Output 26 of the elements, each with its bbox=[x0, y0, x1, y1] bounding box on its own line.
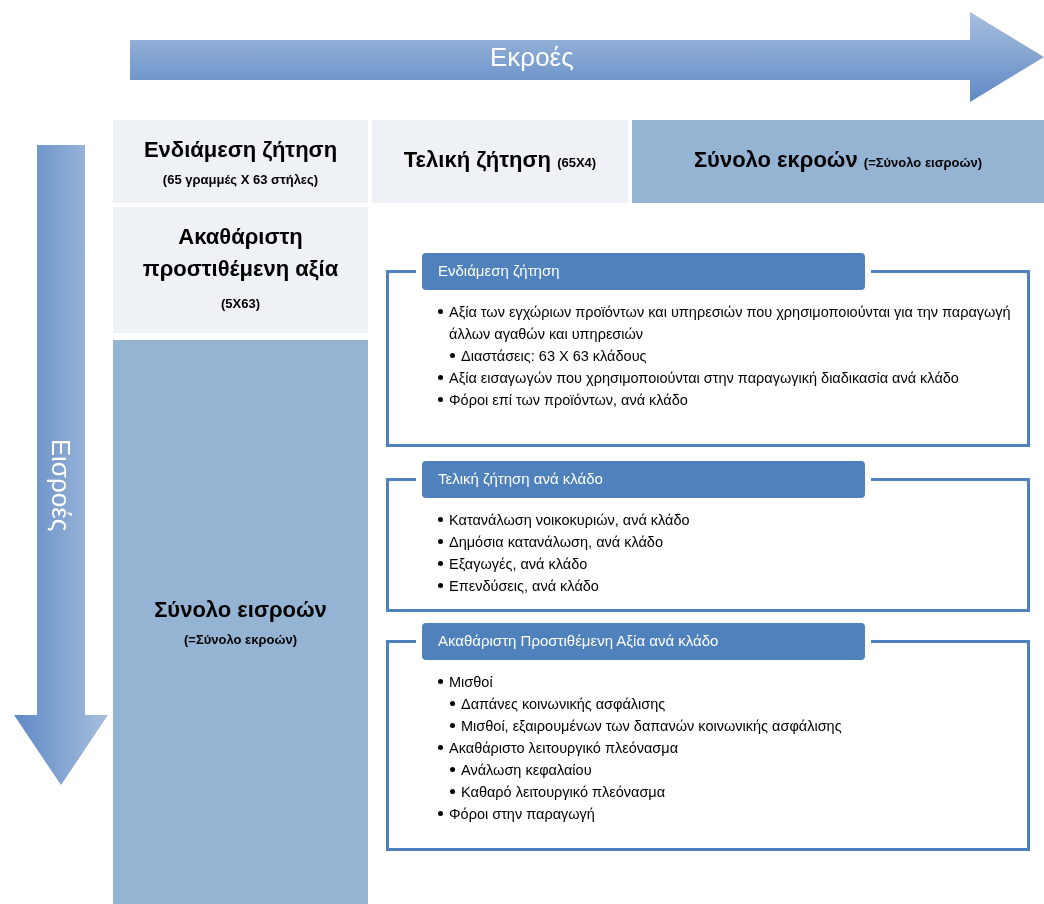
bullet-text: Ανάλωση κεφαλαίου bbox=[461, 761, 592, 780]
bullet-text: Δαπάνες κοινωνικής ασφάλισης bbox=[461, 695, 666, 714]
arrow-label: Εκροές bbox=[490, 41, 574, 74]
arrow-label: Εισροές bbox=[45, 438, 77, 532]
bullet-text: Κατανάλωση νοικοκυριών, ανά κλάδο bbox=[449, 511, 690, 530]
bullet-text: Φόροι στην παραγωγή bbox=[449, 805, 595, 824]
table-cell bbox=[632, 120, 1044, 203]
bullet-text: Καθαρό λειτουργικό πλεόνασμα bbox=[461, 783, 666, 802]
cell-note: (=Σύνολο εκροών) bbox=[184, 631, 297, 650]
bullet-text: Αξία εισαγωγών που χρησιμοποιούνται στην παραγωγική διαδικασία ανά κλάδο bbox=[449, 369, 959, 388]
bullet-text: Αξία των εγχώριων προϊόντων και υπηρεσιών που χρησιμοποιούνται για την παραγωγή άλλων αγαθών και υπηρεσιών bbox=[449, 303, 1012, 344]
cell-heading: Σύνολο εισροών bbox=[154, 596, 327, 625]
cell-heading: Ενδιάμεση ζήτηση bbox=[143, 135, 338, 164]
bullet-text: Ακαθάριστο λειτουργικό πλεόνασμα bbox=[449, 739, 679, 758]
bullet-text: Δημόσια κατανάλωση, ανά κλάδο bbox=[449, 533, 663, 552]
bullet-text: Διαστάσεις: 63 X 63 κλάδους bbox=[461, 347, 647, 366]
bullet-text: Φόροι επί των προϊόντων, ανά κλάδο bbox=[449, 391, 688, 410]
bullet-text: Εξαγωγές, ανά κλάδο bbox=[449, 555, 588, 574]
table-cell bbox=[113, 340, 368, 904]
cell-heading: Σύνολο εκροών (=Σύνολο εισροών) bbox=[693, 146, 983, 174]
bullet-text: Μισθοί, εξαιρουμένων των δαπανών κοινωνικής ασφάλισης bbox=[461, 717, 842, 736]
bullet-text: Μισθοί bbox=[449, 673, 493, 692]
cell-heading: Ακαθάριστη προστιθέμενη αξία (5X63) bbox=[141, 222, 340, 313]
cell-heading: Τελική ζήτηση (65X4) bbox=[403, 146, 597, 174]
cell-note: (65 γραμμές X 63 στήλες) bbox=[162, 170, 319, 189]
bullet-text: Επενδύσεις, ανά κλάδο bbox=[449, 577, 599, 596]
